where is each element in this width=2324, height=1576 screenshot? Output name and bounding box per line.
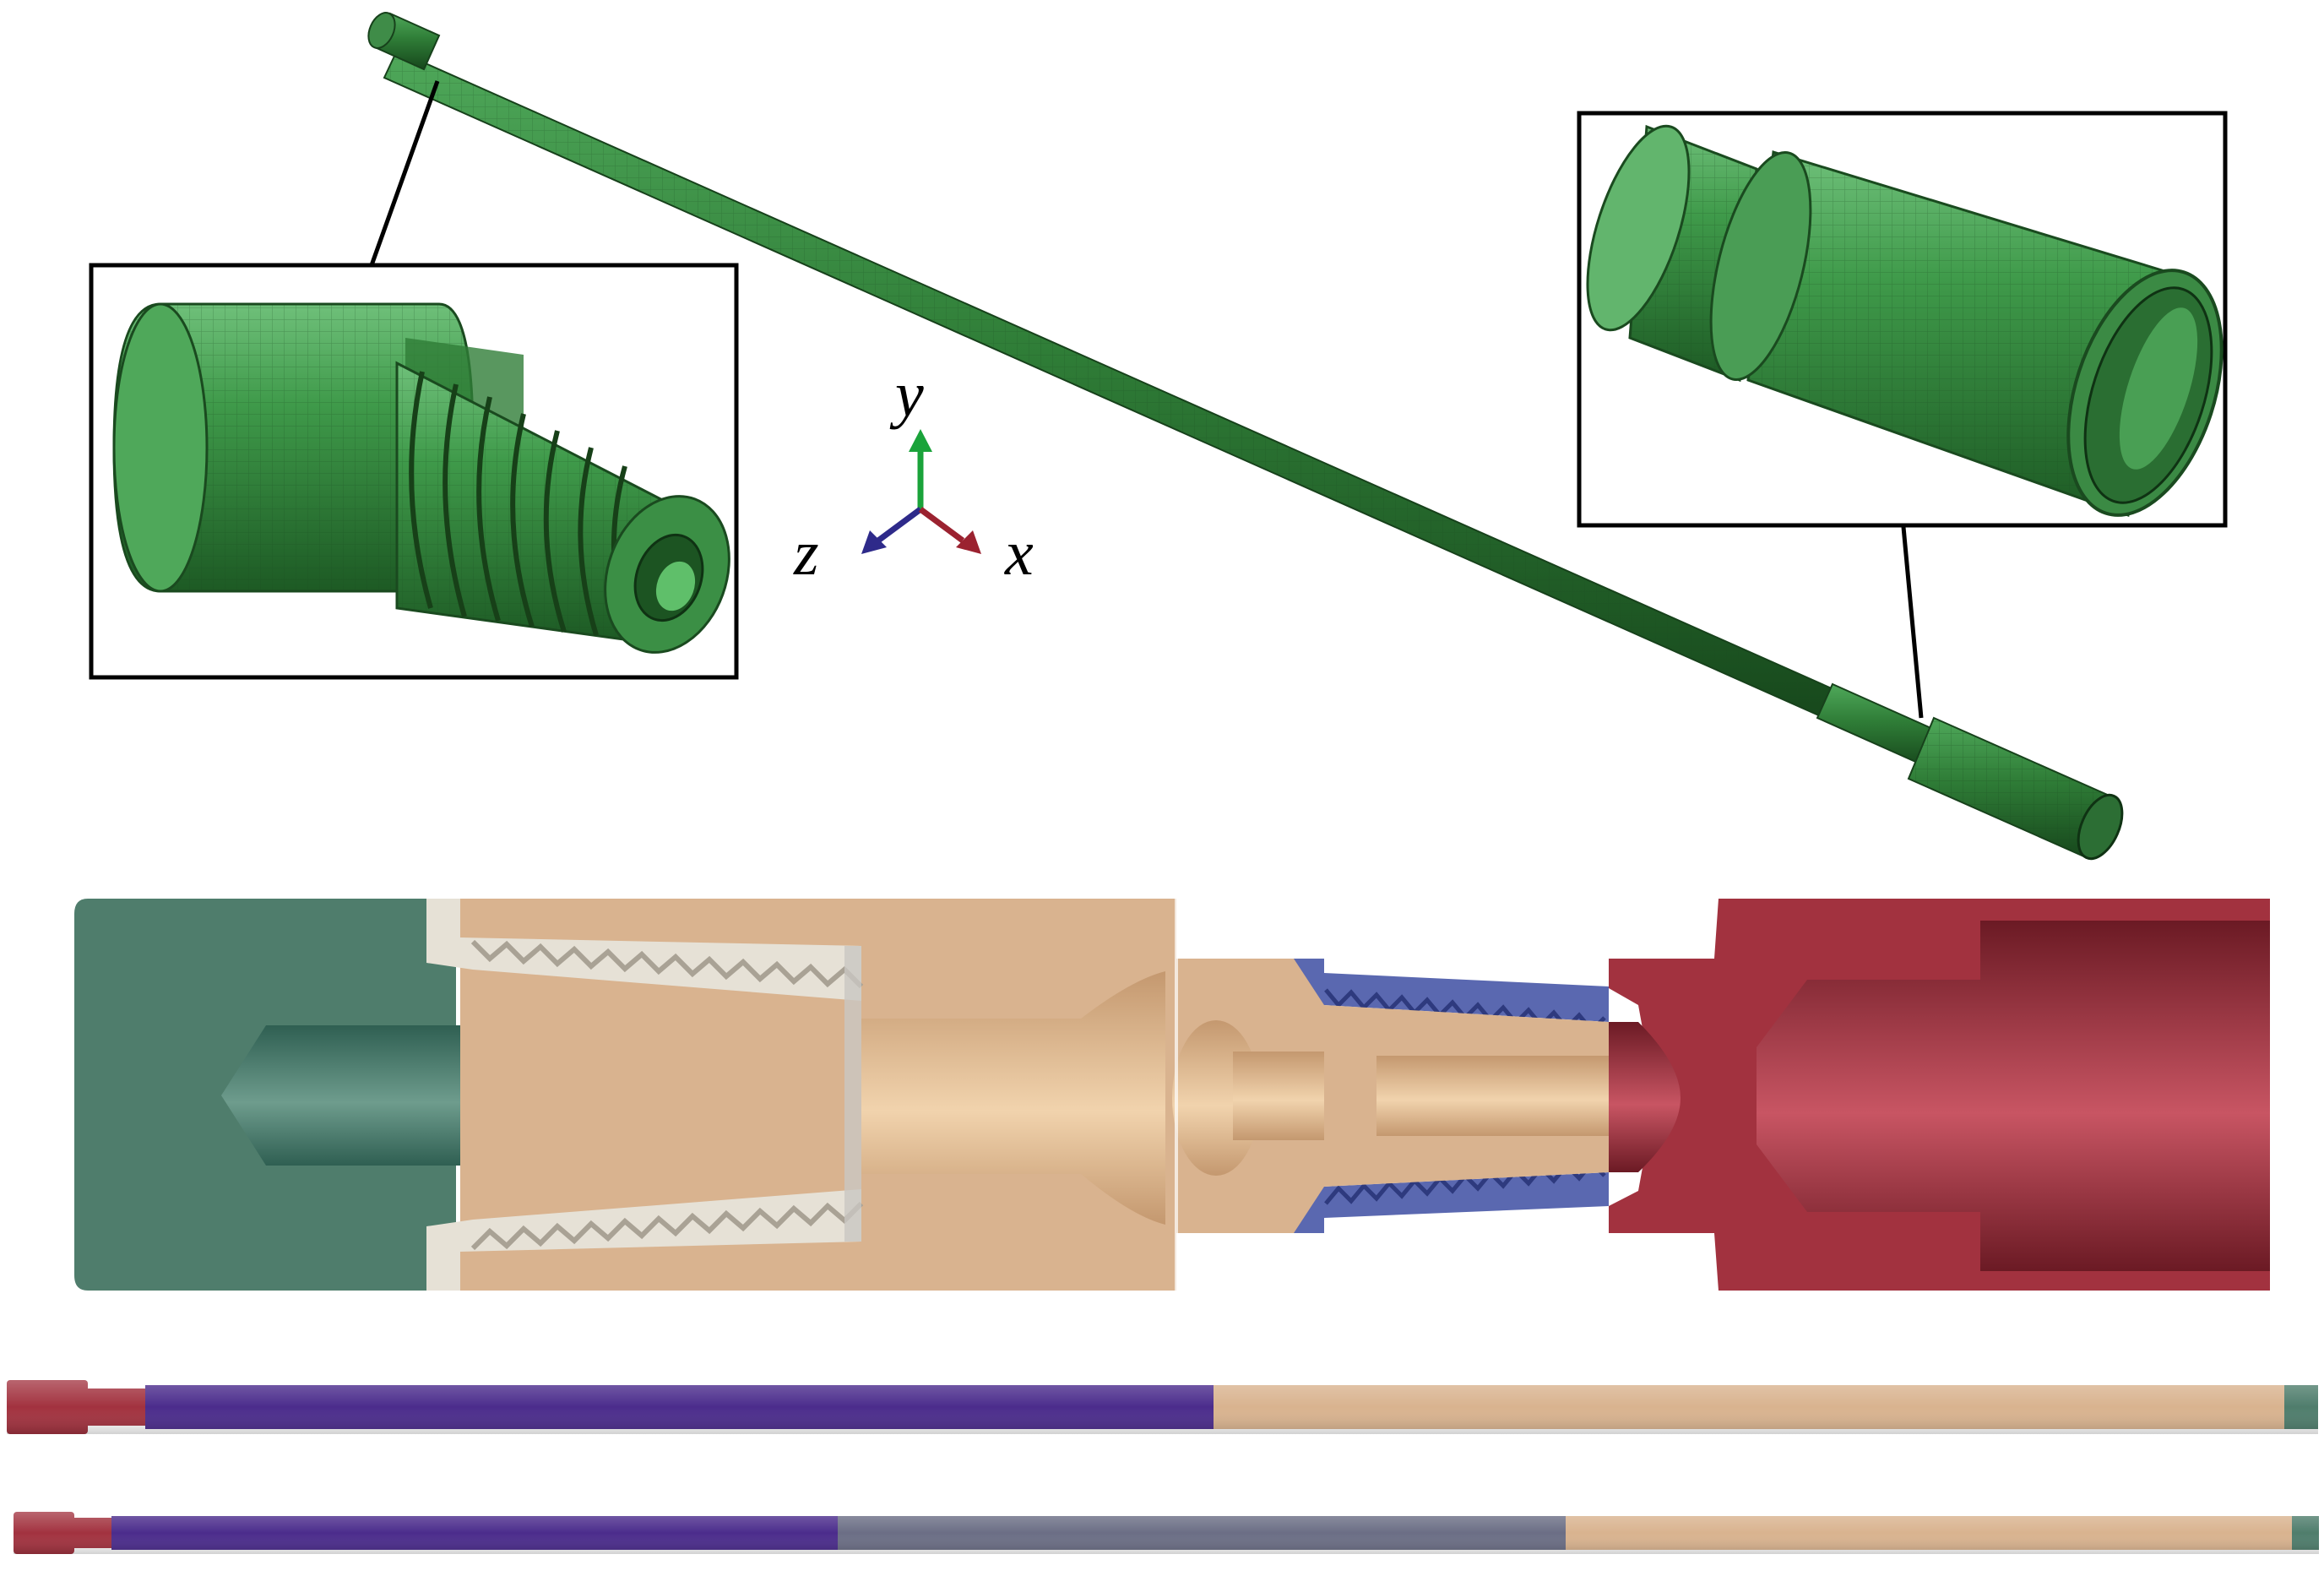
- axis-x-label: x: [1004, 518, 1034, 589]
- rod-assembly-1: [7, 1380, 2318, 1434]
- thread-region-lower-right: [1294, 1172, 1609, 1233]
- thread-teeth-lower-left: [470, 1201, 864, 1251]
- red-coupling-bore: [1757, 921, 2270, 1271]
- rod-assembly-2: [14, 1512, 2319, 1554]
- rod-right-box-opening: [2077, 793, 2124, 861]
- thread-region-lower-left: [426, 1189, 861, 1291]
- inset-left-pin-detail: [89, 263, 739, 680]
- thread-region-upper-left: [426, 899, 861, 1001]
- axis-y-label: y: [889, 359, 924, 430]
- leader-line-left: [369, 80, 440, 266]
- rod-left-end-face: [367, 12, 396, 49]
- axis-z-arrow: [876, 507, 923, 543]
- red-pin-nose: [1609, 1022, 1681, 1172]
- thread-region-upper-right: [1294, 959, 1609, 1022]
- axis-x-arrow: [918, 507, 965, 543]
- leader-line-right: [1901, 526, 1924, 719]
- joint-cross-section: [74, 899, 2270, 1291]
- inset-right-box-detail: [1577, 111, 2228, 528]
- coordinate-axes: y z x: [793, 359, 1034, 589]
- thread-teeth-upper-left: [470, 939, 864, 989]
- rod-shaft-mesh: [384, 51, 1841, 720]
- meshed-rod-3d: [367, 12, 2124, 861]
- thread-gap-left: [844, 946, 861, 1242]
- axis-z-label: z: [793, 518, 819, 589]
- tan-bore-left: [861, 971, 1165, 1225]
